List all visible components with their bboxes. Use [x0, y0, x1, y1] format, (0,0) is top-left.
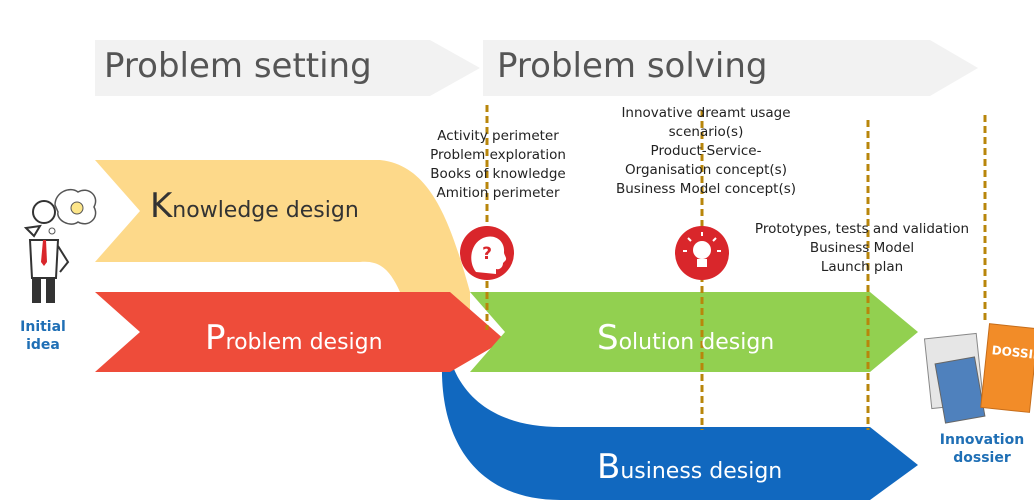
problem-design-label: Problem design — [205, 318, 383, 358]
problem-rest: roblem design — [225, 330, 383, 355]
thinking-person-icon — [23, 188, 97, 303]
business-rest: usiness design — [620, 459, 783, 484]
business-initial: B — [597, 447, 621, 487]
head-question-icon: ? — [460, 226, 514, 280]
milestone-1-line: Books of knowledge — [430, 166, 566, 182]
milestone-1-line: Amition perimeter — [436, 185, 560, 201]
knowledge-design-label: Knowledge design — [150, 186, 359, 226]
dossier-documents-icon: DOSSIER — [923, 323, 1034, 424]
milestone-2-line: scenario(s) — [668, 124, 744, 140]
solution-rest: olution design — [618, 330, 775, 355]
lightbulb-icon — [675, 226, 729, 280]
business-design-label: Business design — [597, 447, 782, 487]
svg-text:?: ? — [482, 244, 492, 264]
solution-design-label: Solution design — [597, 318, 774, 358]
milestone-2-line: Organisation concept(s) — [625, 162, 787, 178]
problem-design-stream — [95, 292, 505, 372]
milestone-1-line: Activity perimeter — [437, 128, 559, 144]
knowledge-design-stream — [95, 160, 470, 360]
problem-setting-label: Problem setting — [104, 46, 372, 86]
milestone-2-deliverables: Innovative dreamt usage scenario(s) Prod… — [600, 104, 812, 199]
initial-idea-line: Initial — [20, 319, 66, 335]
initial-idea-label: Initial idea — [18, 318, 68, 354]
innovation-dossier-label: Innovation dossier — [930, 431, 1034, 467]
milestone-2-line: Innovative dreamt usage — [621, 105, 791, 121]
problem-solving-arrow — [483, 40, 978, 96]
milestone-1-deliverables: Activity perimeter Problem exploration B… — [418, 127, 578, 203]
problem-initial: P — [205, 318, 226, 358]
milestone-3-line: Business Model — [809, 240, 915, 256]
solution-initial: S — [597, 318, 619, 358]
knowledge-rest: nowledge design — [172, 198, 359, 223]
problem-setting-arrow — [95, 40, 480, 96]
milestone-2-line: Business Model concept(s) — [615, 181, 797, 197]
milestone-3-line: Launch plan — [820, 259, 904, 275]
knowledge-initial: K — [150, 186, 173, 226]
milestone-2-line: Product-Service- — [650, 143, 762, 159]
business-design-stream — [441, 330, 918, 500]
solution-design-stream — [470, 292, 918, 372]
initial-idea-line: idea — [26, 337, 60, 353]
innovation-dossier-line: Innovation — [939, 432, 1025, 448]
milestone-3-line: Prototypes, tests and validation — [754, 221, 970, 237]
milestone-1-line: Problem exploration — [430, 147, 566, 163]
milestone-3-deliverables: Prototypes, tests and validation Busines… — [744, 220, 980, 277]
innovation-dossier-line: dossier — [953, 450, 1011, 466]
problem-solving-label: Problem solving — [497, 46, 768, 86]
